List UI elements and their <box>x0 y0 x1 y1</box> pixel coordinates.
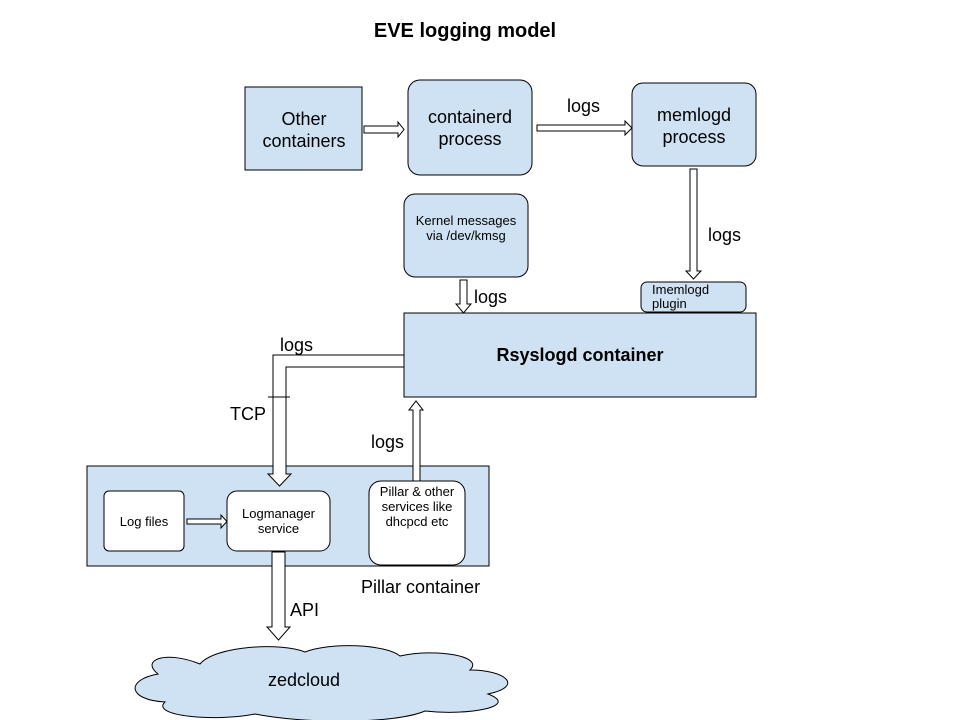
zedcloud-label: zedcloud <box>267 670 341 690</box>
zedcloud-cloud <box>134 645 509 720</box>
arrow-pillar-to-rsyslogd <box>407 400 425 482</box>
arrow-kernel-to-rsyslogd <box>454 279 473 314</box>
log-files-label: Log files <box>119 514 169 529</box>
diagram-title: EVE logging model <box>373 20 557 42</box>
kernel-label: Kernel messages via /dev/kmsg <box>415 213 517 243</box>
rsyslogd-label: Rsyslogd container <box>496 345 664 365</box>
arrow-other-to-containerd <box>363 120 405 139</box>
arrow-logmanager-to-zedcloud <box>265 551 292 641</box>
imemlogd-plugin-box <box>640 281 747 313</box>
containerd-memlogd-edge-label: logs <box>567 96 601 116</box>
arrow-containerd-to-memlogd <box>536 119 633 137</box>
arrow-memlogd-to-imemlogd <box>684 168 703 280</box>
rsyslogd-box <box>403 312 757 398</box>
pillar-container-label: Pillar container <box>361 577 481 597</box>
memlogd-label: memlogd process <box>656 105 732 147</box>
logmanager-label: Logmanager service <box>242 506 315 536</box>
tcp-protocol-label: TCP <box>230 404 266 424</box>
containerd-box <box>407 79 533 176</box>
log-files-box <box>103 490 185 552</box>
kernel-box <box>403 193 529 278</box>
containerd-label: containerd process <box>427 107 513 149</box>
api-edge-label: API <box>290 600 320 620</box>
other-containers-label: Other containers <box>262 109 346 151</box>
imemlogd-plugin-label: Imemlogd plugin <box>652 282 710 311</box>
rsyslogd-logmanager-edge-label: logs <box>280 335 314 355</box>
arrow-rsyslogd-to-logmanager <box>266 354 405 487</box>
kernel-rsyslogd-edge-label: logs <box>474 287 508 307</box>
pillar-services-label: Pillar & other services like dhcpcd etc <box>379 484 455 529</box>
pillar-rsyslogd-edge-label: logs <box>371 432 405 452</box>
arrow-logfiles-to-logmanager <box>186 513 228 530</box>
memlogd-imemlogd-edge-label: logs <box>708 225 742 245</box>
memlogd-box <box>631 82 757 167</box>
other-containers-box <box>244 86 363 171</box>
